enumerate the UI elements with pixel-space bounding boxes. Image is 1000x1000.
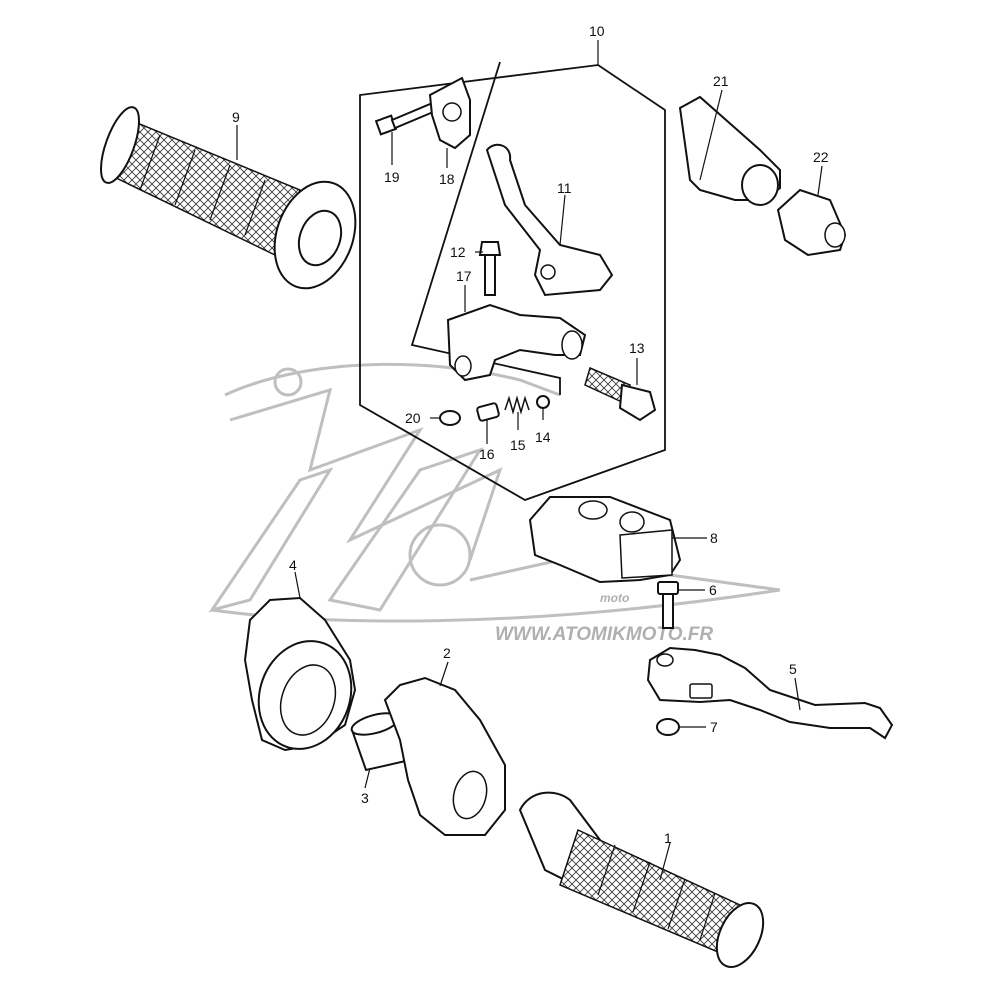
part-22-adjuster <box>776 188 847 257</box>
assembly-frame <box>359 64 666 501</box>
part-6-bolt <box>657 581 679 629</box>
part-12-pivot-bolt <box>478 241 502 296</box>
part-13-adjuster <box>584 366 657 422</box>
callout-19: 19 <box>384 169 400 185</box>
callout-10: 10 <box>589 23 605 39</box>
part-17-perch <box>446 303 587 382</box>
callout-11: 11 <box>557 180 572 196</box>
watermark-brand: moto <box>600 591 629 605</box>
part-16-plunger <box>476 402 500 422</box>
callout-8: 8 <box>710 530 718 546</box>
callout-5: 5 <box>789 661 797 677</box>
part-9-left-grip <box>100 106 357 290</box>
callout-14: 14 <box>535 429 551 445</box>
part-2-throttle-housing <box>383 676 506 836</box>
part-4-housing <box>243 596 357 752</box>
callout-15: 15 <box>510 437 526 453</box>
part-5-lever <box>646 646 894 740</box>
watermark-url: WWW.ATOMIKMOTO.FR <box>495 624 713 645</box>
part-3-sleeve <box>350 712 412 772</box>
watermark-logo: moto WWW.ATOMIKMOTO.FR <box>208 362 781 645</box>
callout-21: 21 <box>713 73 729 89</box>
part-18-clamp <box>428 76 471 150</box>
part-21-cover <box>678 95 781 206</box>
callout-9: 9 <box>232 109 240 125</box>
callout-labels: 1 2 3 4 5 6 7 8 9 10 11 12 13 14 15 16 1… <box>232 23 829 846</box>
callout-1: 1 <box>664 830 672 846</box>
part-20-nut <box>439 410 461 426</box>
callout-17: 17 <box>456 268 472 284</box>
leader-lines <box>236 40 823 881</box>
callout-4: 4 <box>289 557 297 573</box>
callout-12: 12 <box>450 244 466 260</box>
callout-20: 20 <box>405 410 421 426</box>
part-15-spring <box>504 395 530 415</box>
part-14-ball <box>536 395 550 409</box>
callout-18: 18 <box>439 171 455 187</box>
part-8-boot <box>528 496 682 584</box>
callout-6: 6 <box>709 582 717 598</box>
part-11-lever <box>485 143 614 297</box>
part-19-bolt <box>374 100 440 136</box>
part-1-right-grip <box>518 791 765 968</box>
callout-7: 7 <box>710 719 718 735</box>
callout-3: 3 <box>361 790 369 806</box>
part-7-nut <box>656 718 680 736</box>
callout-22: 22 <box>813 149 829 165</box>
callout-13: 13 <box>629 340 645 356</box>
callout-16: 16 <box>479 446 495 462</box>
callout-2: 2 <box>443 645 451 661</box>
